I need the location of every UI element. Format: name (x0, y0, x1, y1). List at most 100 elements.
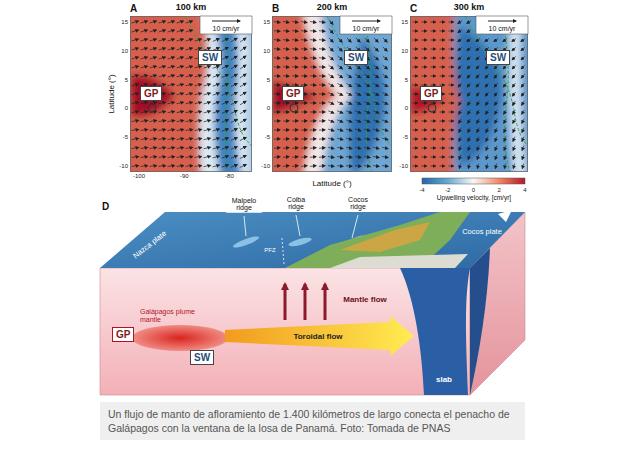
flow-vector (467, 30, 471, 33)
leader-line (296, 215, 300, 236)
tick-label: -5 (403, 134, 408, 141)
flow-vector (150, 39, 157, 41)
plot-frame (131, 17, 252, 172)
dashed-contour (502, 16, 510, 172)
flow-vector (141, 165, 148, 167)
flow-vector (222, 102, 228, 105)
flow-vector (449, 31, 454, 32)
flow-vector (522, 164, 523, 169)
flow-vector (310, 112, 316, 113)
flow-vector (186, 148, 193, 149)
velocity-region (272, 81, 317, 114)
flow-vector (329, 56, 334, 60)
flow-vector (301, 112, 307, 113)
flow-vector (213, 102, 220, 104)
flow-vector (159, 139, 166, 140)
flow-vector (382, 157, 388, 158)
flow-vector (449, 130, 454, 131)
flow-vector (504, 101, 507, 105)
flow-vector (422, 130, 427, 131)
flow-vector (222, 147, 229, 149)
flow-vector (486, 137, 488, 142)
flow-vector (195, 84, 202, 86)
velocity-region (130, 16, 208, 172)
flow-vector (222, 93, 228, 96)
flow-vector (485, 65, 488, 69)
tick-label: -4 (419, 187, 424, 194)
flow-vector (195, 75, 202, 77)
flow-vector (467, 74, 470, 78)
flow-vector (186, 84, 193, 85)
flow-vector (310, 147, 316, 149)
scale-box (340, 16, 392, 34)
flow-vector (283, 103, 289, 104)
flow-vector (204, 111, 211, 113)
flow-vector (328, 138, 334, 140)
flow-vector (422, 49, 427, 50)
flow-vector (365, 38, 369, 42)
flow-vector (495, 137, 497, 142)
flow-vector (240, 128, 246, 131)
caption: Un flujo de manto de afloramiento de 1.4… (100, 402, 525, 440)
flow-vector (365, 74, 370, 77)
flow-vector (283, 120, 289, 121)
flow-vector (168, 93, 175, 94)
flow-vector (477, 146, 479, 151)
flow-vector (522, 92, 525, 96)
flow-vector (177, 84, 184, 85)
flow-vector (168, 48, 175, 50)
flow-vector (440, 130, 445, 131)
flow-vector (431, 121, 436, 122)
velocity-region (410, 86, 445, 114)
flow-vector (150, 75, 157, 77)
flow-vector (413, 112, 418, 113)
flow-vector (413, 130, 418, 131)
flow-vector (449, 94, 454, 95)
flow-vector (513, 137, 515, 142)
flow-vector (240, 47, 246, 51)
flow-vector (440, 112, 445, 113)
flow-vector (486, 128, 488, 133)
flow-vector (195, 156, 202, 158)
flow-vector (204, 156, 211, 157)
flow-vector (186, 57, 193, 59)
flow-vector (468, 155, 470, 160)
flow-vector (374, 74, 379, 77)
tick-label: 0 (472, 187, 475, 194)
flow-vector (513, 119, 515, 123)
flow-vector (355, 129, 361, 131)
flow-vector (329, 29, 333, 33)
flow-vector (132, 165, 139, 167)
flow-vector (477, 137, 479, 142)
flow-vector (301, 75, 307, 76)
flow-vector (504, 137, 506, 142)
flow-vector (504, 155, 506, 160)
flow-vector (413, 103, 418, 104)
flow-vector (186, 139, 193, 140)
flow-vector (355, 93, 360, 96)
flow-vector (431, 103, 436, 104)
flow-vector (186, 165, 193, 167)
flow-vector (292, 120, 298, 121)
flow-vector (301, 147, 307, 149)
flow-vector (513, 128, 515, 133)
flow-vector (186, 111, 193, 112)
flow-vector (274, 39, 280, 41)
flow-vector (222, 120, 229, 123)
flow-vector (413, 67, 418, 68)
flow-vector (240, 119, 246, 122)
flow-vector (521, 83, 524, 87)
flow-vector (231, 147, 237, 150)
flow-vector (522, 119, 524, 123)
flow-vector (204, 66, 211, 68)
flow-vector (168, 57, 175, 59)
tick-label: 15 (263, 19, 270, 26)
flow-vector (373, 111, 379, 113)
figure-label: Latitude (°) (312, 180, 351, 189)
label-box: GP (112, 327, 134, 342)
flow-vector (204, 93, 211, 95)
flow-vector (477, 119, 479, 123)
flow-vector (346, 165, 352, 167)
flow-vector (159, 156, 166, 158)
flow-vector (141, 148, 148, 149)
